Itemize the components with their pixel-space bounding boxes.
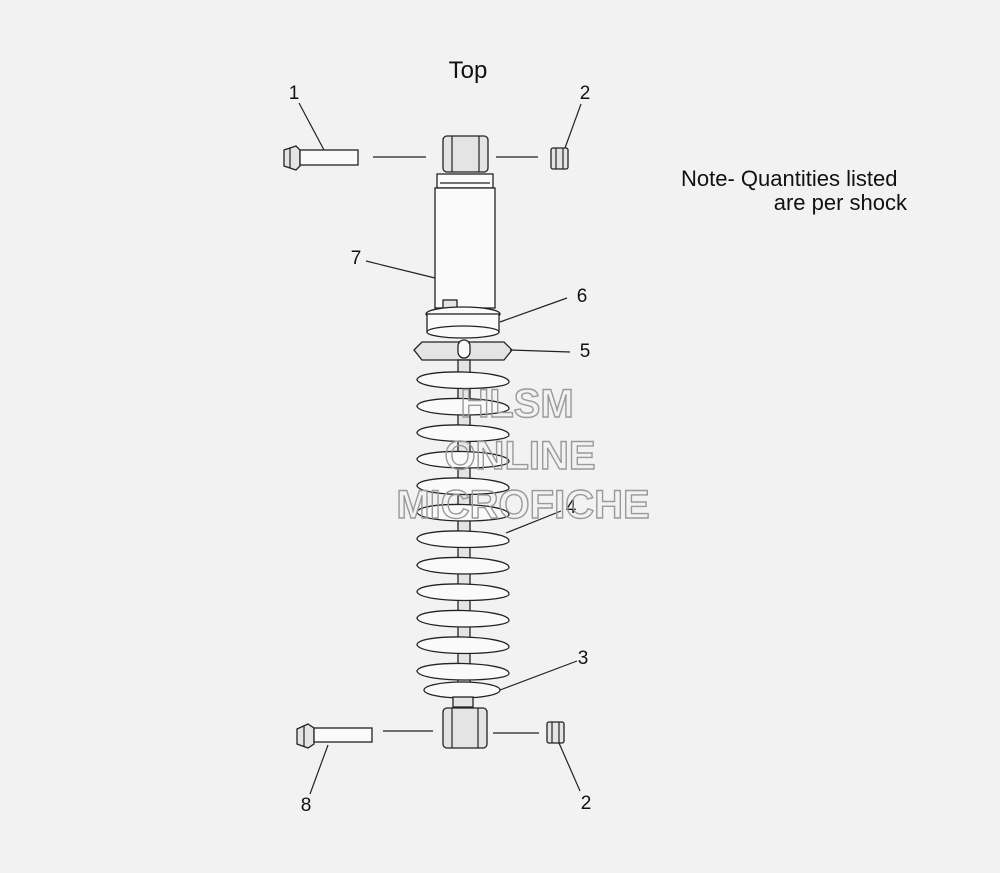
callout-6: 6 xyxy=(577,286,588,307)
spring-retainer xyxy=(413,339,513,361)
spring-seat xyxy=(423,681,501,708)
spring-coil xyxy=(416,530,510,549)
bottom-eye-mount xyxy=(442,707,488,749)
spring-coil xyxy=(416,397,510,416)
spring-coil xyxy=(416,556,510,575)
callout-5: 5 xyxy=(580,341,591,362)
bottom-bolt xyxy=(296,723,373,749)
spring-coil xyxy=(416,636,510,655)
top-eye-mount xyxy=(436,135,494,189)
coil-spring xyxy=(416,371,510,681)
callout-3: 3 xyxy=(578,648,589,669)
watermark: HLSM ONLINE MICROFICHE xyxy=(396,381,651,527)
spring-coil xyxy=(416,609,510,628)
spring-coil xyxy=(416,424,510,443)
diagram-title: Top xyxy=(449,57,488,84)
shock-body xyxy=(434,187,496,315)
spring-coil xyxy=(416,450,510,469)
bottom-nut xyxy=(546,721,565,744)
top-nut xyxy=(550,147,569,170)
note-line-2: are per shock xyxy=(774,190,908,215)
note-line-1: Note- Quantities listed xyxy=(681,166,897,191)
watermark-line-3: MICROFICHE xyxy=(396,483,649,527)
watermark-line-1: HLSM xyxy=(460,382,573,426)
callout-4: 4 xyxy=(566,497,577,518)
spring-collar xyxy=(425,306,501,339)
top-bolt xyxy=(283,145,359,171)
spring-coil xyxy=(416,503,510,522)
callout-2-top: 2 xyxy=(580,83,591,104)
callout-1: 1 xyxy=(289,83,300,104)
watermark-line-2: ONLINE xyxy=(444,434,595,478)
spring-coil xyxy=(416,583,510,602)
callout-8: 8 xyxy=(301,795,312,816)
spring-coil xyxy=(416,662,510,681)
callout-7: 7 xyxy=(351,248,362,269)
callout-2-bottom: 2 xyxy=(581,793,592,814)
spring-coil xyxy=(416,371,510,390)
spring-coil xyxy=(416,477,510,496)
